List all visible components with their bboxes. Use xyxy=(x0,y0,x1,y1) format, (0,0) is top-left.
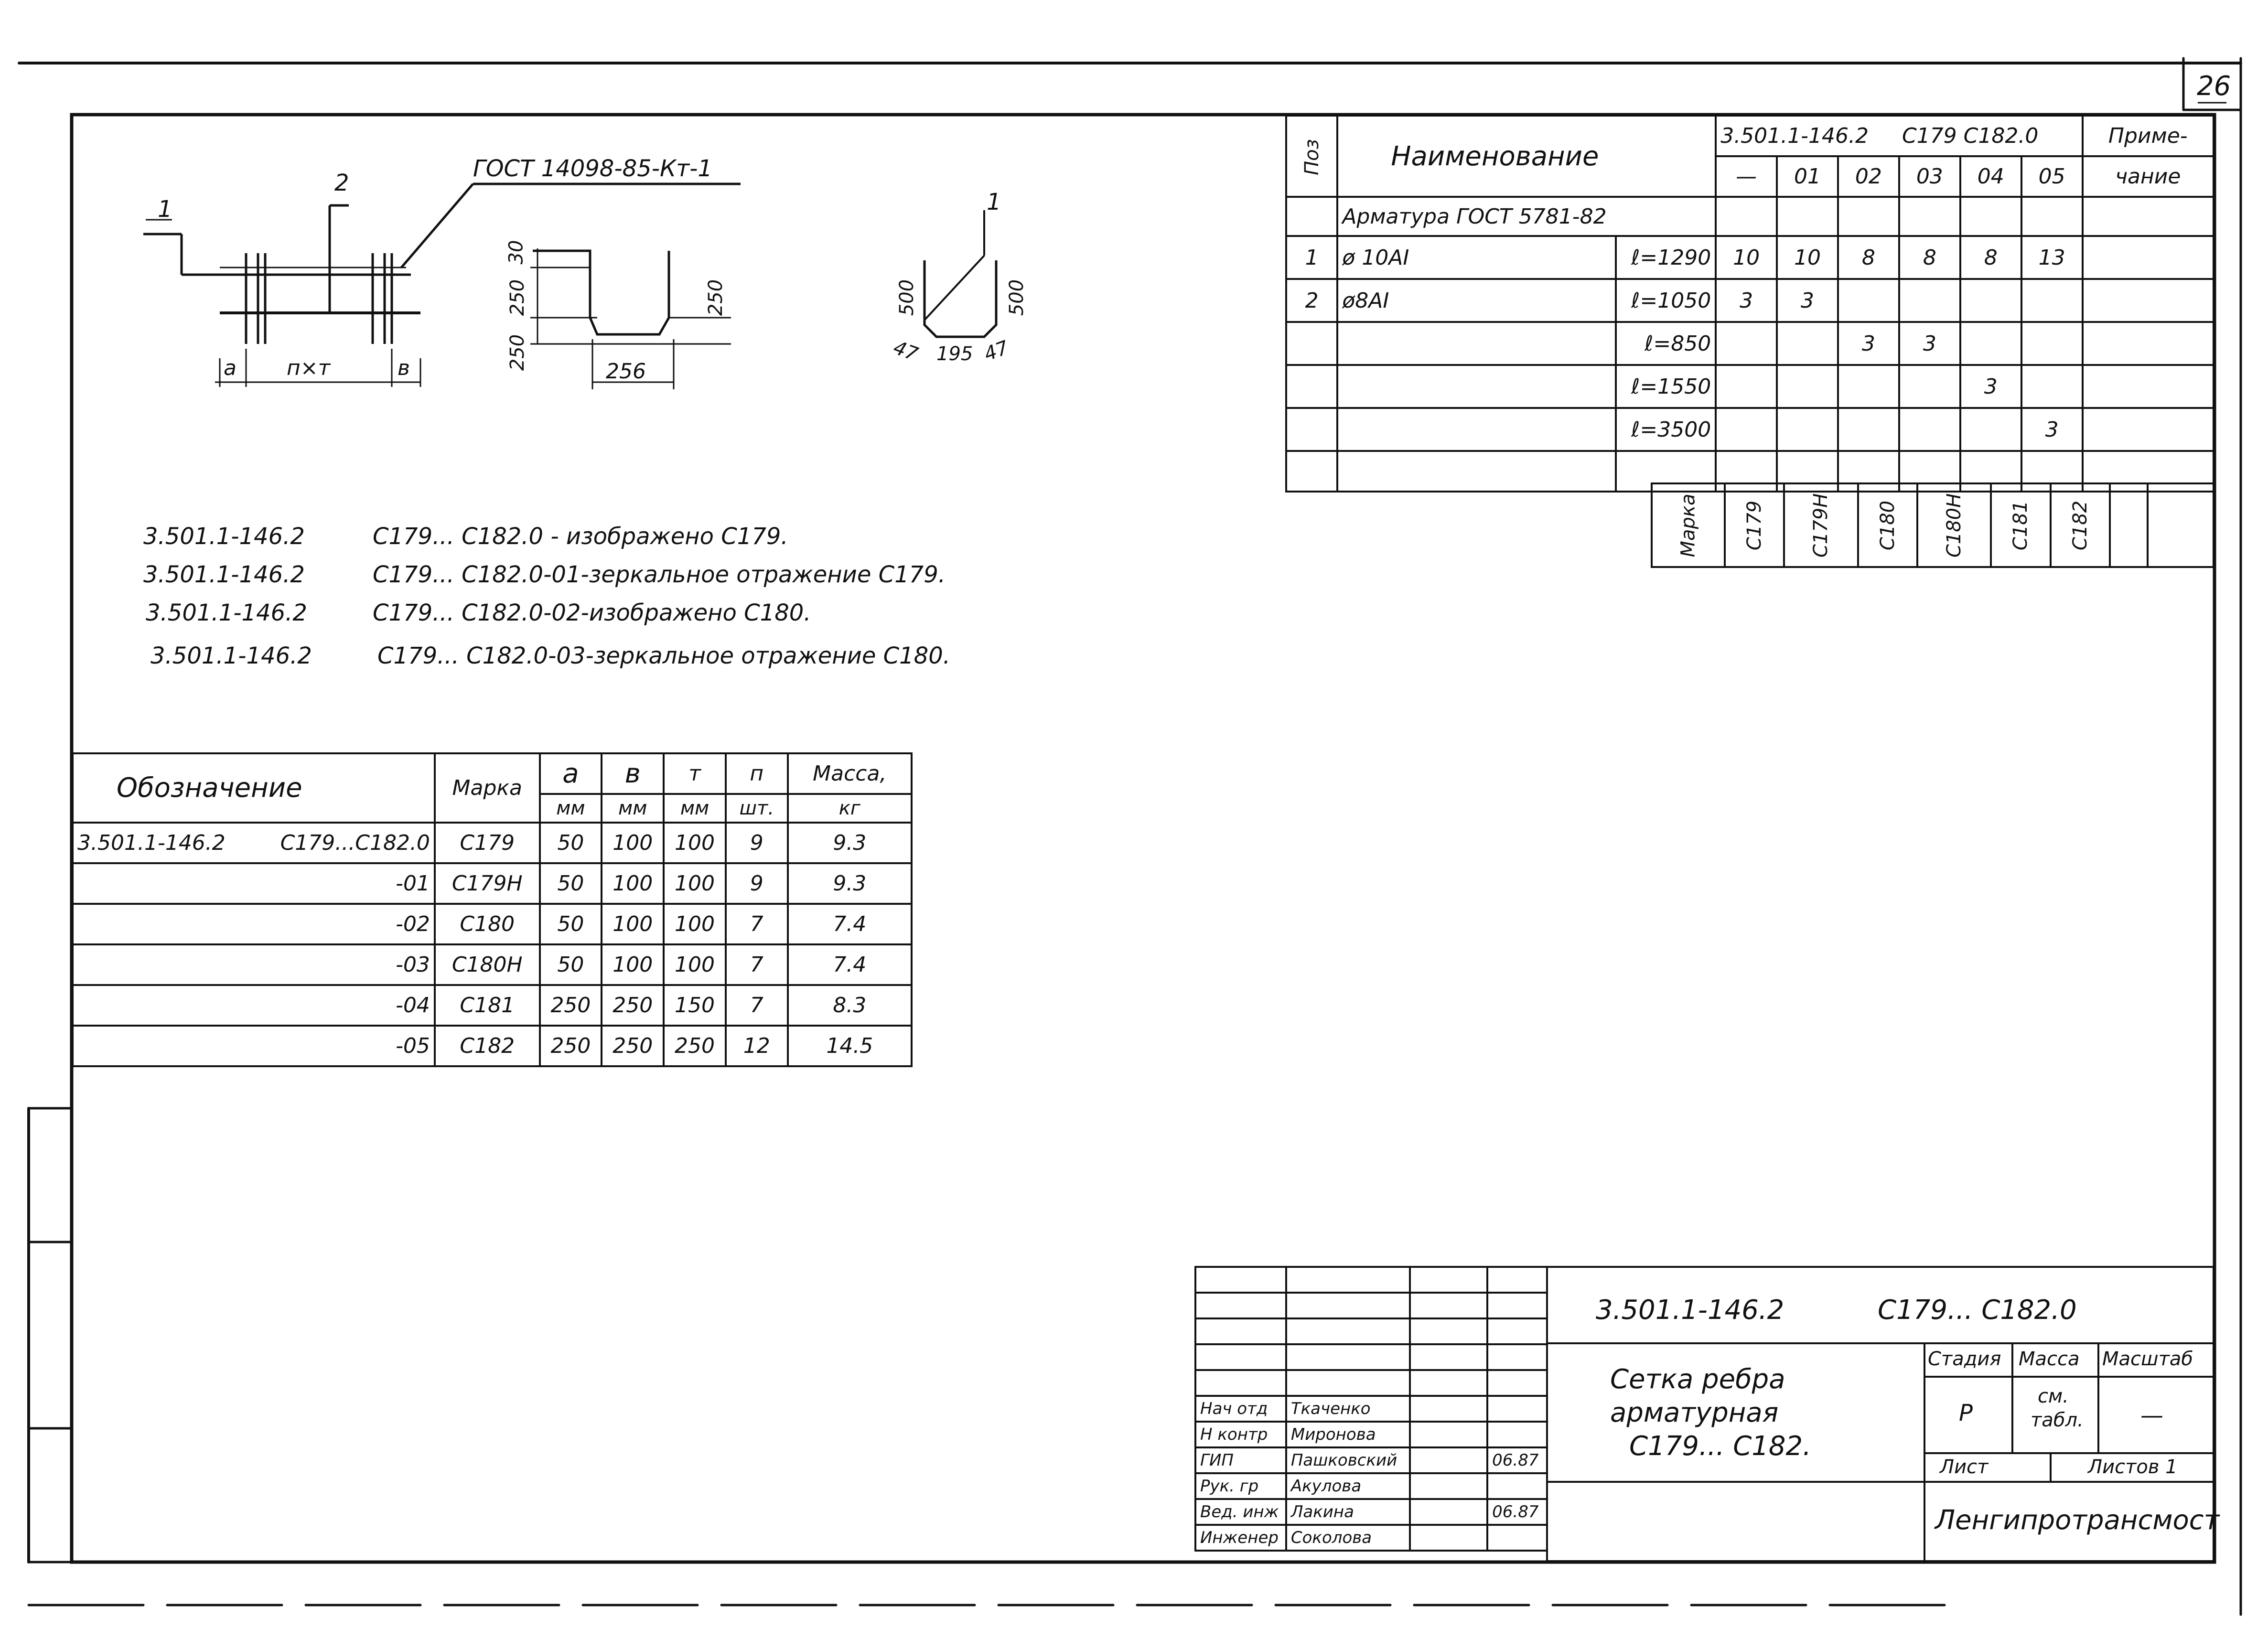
params-col-b: в xyxy=(601,752,665,795)
note-code: 3.501.1-146.2 xyxy=(143,561,305,588)
title-line-3: С179... С182. xyxy=(1629,1431,1811,1462)
note-code: 3.501.1-146.2 xyxy=(146,600,307,626)
u-bar-dim-500b: 500 xyxy=(1006,279,1028,316)
params-col-mass: Масса, xyxy=(786,752,913,795)
hook-dim-250b: 250 xyxy=(506,334,529,371)
note-code: 3.501.1-146.2 xyxy=(143,523,305,550)
title-line-2: арматурная xyxy=(1610,1397,1779,1428)
note-text: С179... С182.0-03-зеркальное отражение С… xyxy=(377,643,950,669)
organization: Ленгипротрансмост xyxy=(1935,1505,2220,1536)
mark-cell: С181 xyxy=(1990,482,2052,568)
spec-col-name: Наименование xyxy=(1336,115,1717,198)
mark-cell: С179Н xyxy=(1783,482,1859,568)
sheet-number: 26 xyxy=(2197,71,2231,102)
spec-variant: 05 xyxy=(2020,155,2084,198)
spec-col-note-2: чание xyxy=(2081,155,2215,198)
spec-variant: 02 xyxy=(1837,155,1900,198)
gost-label: ГОСТ 14098-85-Кт-1 xyxy=(473,155,712,182)
spec-row: ℓ=1550 3 xyxy=(1285,364,2215,409)
title-marks: С179... С182.0 xyxy=(1878,1295,2077,1326)
note-text: С179... С182.0 - изображено С179. xyxy=(373,523,788,550)
dim-nxm: п×т xyxy=(287,356,331,380)
hook-bar-sketch xyxy=(530,248,731,389)
stage-value: Р xyxy=(1959,1400,1973,1426)
scale-label: Масштаб xyxy=(2102,1348,2193,1370)
dim-b: в xyxy=(398,356,410,380)
spec-variant: — xyxy=(1715,155,1778,198)
spec-col-pos: Поз xyxy=(1285,115,1339,198)
mass-value-1: см. xyxy=(2038,1385,2069,1407)
stage-label: Стадия xyxy=(1928,1348,2001,1370)
spec-row: ℓ=850 3 3 xyxy=(1285,321,2215,366)
title-main-box xyxy=(1546,1266,2214,1562)
mark-cell: С179 xyxy=(1724,482,1785,568)
u-bar-callout: 1 xyxy=(987,189,1001,215)
spec-variant: 04 xyxy=(1959,155,2022,198)
title-code: 3.501.1-146.2 xyxy=(1596,1295,1784,1326)
mark-cell: С180 xyxy=(1857,482,1919,568)
params-col-designation: Обозначение xyxy=(72,752,436,824)
params-table: Обозначение Марка а в т п Масса, мм мм м… xyxy=(72,752,913,1067)
params-col-a: а xyxy=(538,752,603,795)
callout-1: 1 xyxy=(158,196,172,223)
spec-marka-strip: Марка С179 С179Н С180 С180Н С181 С182 xyxy=(1650,482,2215,568)
u-bar-sketch xyxy=(923,210,998,338)
u-bar-dim-500a: 500 xyxy=(896,279,918,316)
spec-doc-header: 3.501.1-146.2 С179 С182.0 xyxy=(1715,115,2084,157)
callout-2: 2 xyxy=(334,170,349,196)
hook-dim-30: 30 xyxy=(505,240,527,265)
mark-cell: С180Н xyxy=(1916,482,1992,568)
note-text: С179... С182.0-02-изображено С180. xyxy=(373,600,811,626)
mesh-sketch xyxy=(143,182,741,387)
marka-label: Марка xyxy=(1650,482,1726,568)
hook-dim-250c: 250 xyxy=(705,279,727,316)
spec-col-note-1: Приме- xyxy=(2081,115,2215,157)
title-line-1: Сетка ребра xyxy=(1610,1364,1785,1395)
mark-cell: С182 xyxy=(2049,482,2111,568)
params-col-m: т xyxy=(663,752,727,795)
dim-a: а xyxy=(224,356,236,380)
u-bar-dim-195: 195 xyxy=(936,343,973,365)
hook-dim-250a: 250 xyxy=(506,279,529,316)
spec-variant: 03 xyxy=(1898,155,1961,198)
scale-value: — xyxy=(2140,1402,2163,1429)
note-text: С179... С182.0-01-зеркальное отражение С… xyxy=(373,561,946,588)
sheet-label: Лист xyxy=(1940,1456,1989,1478)
note-code: 3.501.1-146.2 xyxy=(150,643,312,669)
spec-table: Поз Наименование 3.501.1-146.2 С179 С182… xyxy=(1285,115,2215,493)
spec-variant: 01 xyxy=(1776,155,1839,198)
mass-value-2: табл. xyxy=(2031,1409,2084,1431)
mass-label: Масса xyxy=(2019,1348,2080,1370)
sheets-label: Листов 1 xyxy=(2088,1456,2178,1478)
spec-row: ℓ=3500 3 xyxy=(1285,407,2215,452)
params-col-n: п xyxy=(724,752,789,795)
params-col-mark: Марка xyxy=(433,752,541,824)
spec-section: Арматура ГОСТ 5781-82 xyxy=(1336,196,1717,237)
hook-dim-256: 256 xyxy=(606,359,646,384)
